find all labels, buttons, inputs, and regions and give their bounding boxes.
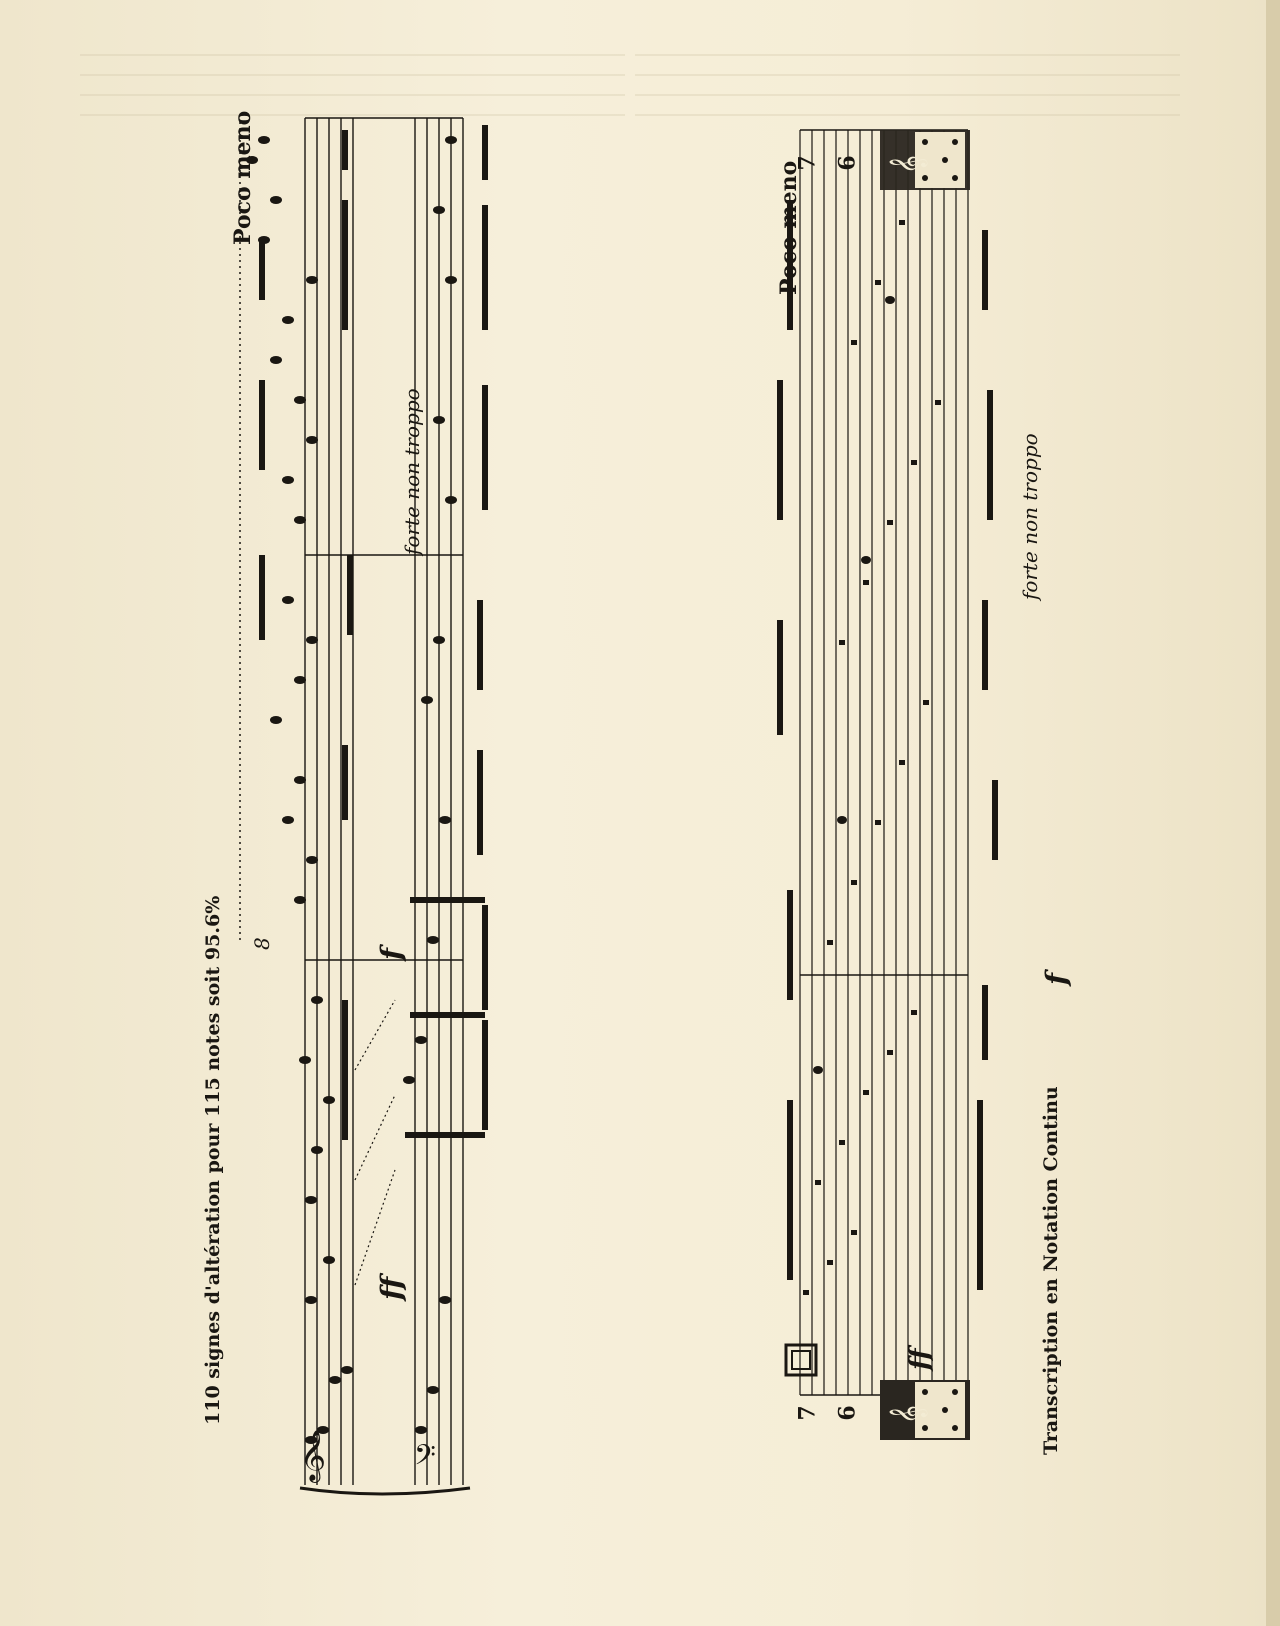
tempo-marking: Poco meno — [776, 160, 802, 295]
dynamic-fortissimo: ff — [905, 1348, 935, 1370]
dynamic-forte: f — [375, 947, 408, 960]
dynamic-forte: f — [1040, 972, 1073, 985]
expression-marking: forte non troppo — [1018, 433, 1042, 600]
page-edge — [1266, 0, 1280, 1626]
ottava-marking: 8 — [250, 937, 274, 950]
octave-number: 7 — [794, 1405, 821, 1421]
octave-number: 6 — [834, 155, 861, 171]
tempo-marking: Poco meno — [230, 110, 256, 245]
octave-number: 6 — [834, 1405, 861, 1421]
svg-text:𝄢: 𝄢 — [414, 1439, 436, 1479]
expression-marking: forte non troppo — [400, 388, 424, 555]
svg-text:𝄞: 𝄞 — [300, 1430, 326, 1483]
svg-text:𝄞: 𝄞 — [888, 155, 927, 174]
caption-continuous-notation: Transcription en Notation Continu — [1040, 1086, 1062, 1455]
octave-number: 7 — [794, 155, 821, 171]
dynamic-fortissimo: ff — [375, 1276, 408, 1300]
svg-text:𝄞: 𝄞 — [888, 1405, 927, 1424]
caption-accidentals: 110 signes d'altération pour 115 notes s… — [202, 895, 224, 1425]
